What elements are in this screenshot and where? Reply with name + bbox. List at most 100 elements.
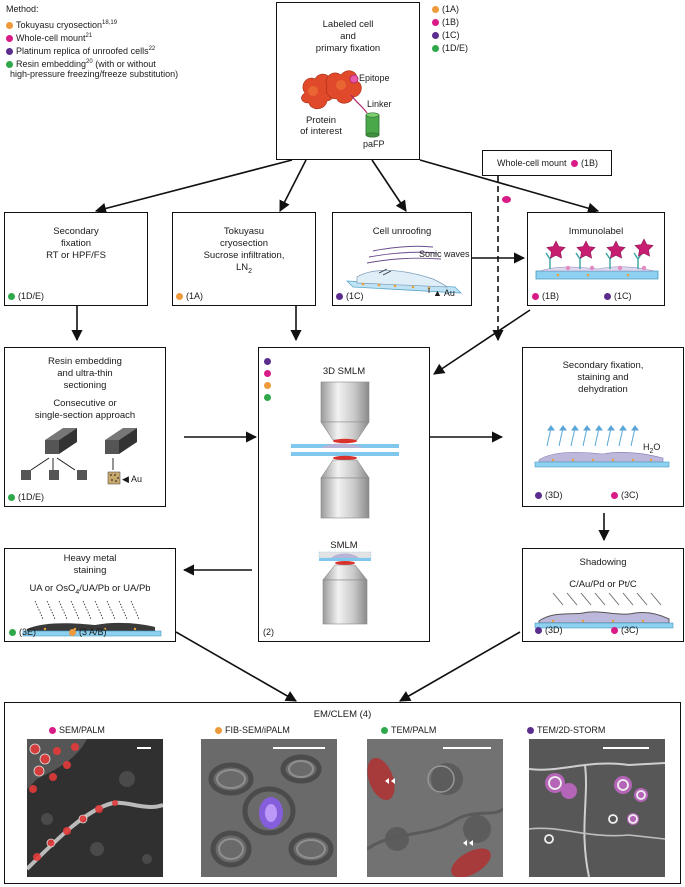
labeled-cell-title-3: primary fixation [315,43,381,54]
tokuyasu-box: Tokuyasu cryosection Sucrose infiltratio… [172,212,316,306]
secfix-line-3: dehydration [578,384,628,395]
right-legend-1c: (1C) [432,30,460,40]
tokuyasu-line-4: LN2 [235,262,253,275]
orange-dot-icon [69,628,76,636]
purple-dot-icon [6,47,13,55]
orange-dot-icon [176,292,183,300]
legend-item-platinum: Platinum replica of unroofed cells22 [6,44,155,57]
smlm-3d-label: 3D SMLM [322,366,366,377]
magenta-dot-icon [611,491,618,499]
protein-illustration [301,70,380,138]
arrow-shadow-to-em [399,631,521,702]
immunolabel-illustration [535,238,659,280]
tem-2d-storm-image [529,739,665,877]
heavy-metal-illustration [22,600,162,637]
em-label-tem-palm: TEM/PALM [381,725,436,735]
labeled-cell-box: Labeled cell and primary fixation Epitop… [276,2,420,160]
em-label-tem-storm: TEM/2D-STORM [527,725,605,735]
em-label-sem-palm: SEM/PALM [49,725,105,735]
arrow-immuno-to-smlm [433,309,531,375]
green-dot-icon [8,493,15,501]
resin-line-1: Resin embedding [48,356,122,367]
em-label-fib-sem: FIB-SEM/iPALM [215,725,290,735]
green-dot-icon [432,44,439,52]
legend-item-tokuyasu: Tokuyasu cryosection18,19 [6,18,117,31]
pafp-label: paFP [363,139,385,149]
heavy-line-2: staining [73,565,107,576]
magenta-dot-icon [611,626,618,634]
heavy-line-1: Heavy metal [63,553,117,564]
smlm-2d-label: SMLM [330,540,358,551]
protein-label-2: of interest [300,126,342,137]
purple-dot-icon [535,491,542,499]
shadowing-box: Shadowing C/Au/Pd or Pt/C (3D) (3C) [522,548,684,642]
cell-unroofing-box: Cell unroofing Sonic waves ▲ Au (1C) [332,212,472,306]
unroofing-illustration [345,245,463,294]
magenta-dot-icon [571,159,579,167]
resin-au-label: ◀ Au [122,474,142,484]
tokuyasu-line-2: cryosection [219,238,269,249]
arrow-top-to-tokuyasu [279,159,307,212]
whole-cell-mount-label: Whole-cell mount (1B) [497,158,599,168]
shadowing-title: Shadowing [579,557,627,568]
tokuyasu-tag: (1A) [176,291,203,301]
tokuyasu-line-1: Tokuyasu [223,226,265,237]
immunolabel-tag-1c: (1C) [604,291,632,301]
heavy-formula: UA or OsO4/UA/Pb or UA/Pb [29,583,151,596]
secfix-tag-3d: (3D) [535,490,563,500]
shadowing-formula: C/Au/Pd or Pt/C [569,579,637,590]
arrow-heavy-to-em [175,631,297,702]
epitope-label: Epitope [359,73,390,83]
orange-dot-icon [432,5,439,13]
secondary-line-3: RT or HPF/FS [46,250,106,261]
magenta-dot-icon [49,726,56,734]
magenta-dot-icon [432,18,439,26]
em-clem-title: EM/CLEM (4) [313,709,372,720]
scale-bar [137,747,151,749]
green-dot-icon [6,60,13,68]
secondary-line-2: fixation [60,238,92,249]
orange-dot-icon [215,726,222,734]
magenta-dot-icon [6,34,13,42]
sonic-waves-label: Sonic waves [419,249,470,259]
purple-dot-icon [604,292,611,300]
purple-dot-icon [527,726,534,734]
h2o-label: H2O [643,442,661,455]
magenta-dot-icon [264,370,271,377]
right-legend-1de: (1D/E) [432,43,468,53]
immunolabel-tag-1b: (1B) [532,291,559,301]
sem-palm-image [27,739,163,877]
shadowing-illustration [534,592,674,629]
heavy-tag-3ab: (3 A/B) [69,627,107,637]
purple-dot-icon [264,358,271,365]
resin-illustration [21,428,137,485]
secfix-line-1: Secondary fixation, [562,360,644,371]
secondary-line-1: Secondary [53,226,99,237]
right-legend-1a: (1A) [432,4,459,14]
resin-line-2: and ultra-thin [57,368,113,379]
legend-item-whole-cell: Whole-cell mount21 [6,31,92,44]
dehydration-illustration [534,425,670,468]
purple-dot-icon [336,292,343,300]
scale-bar [603,747,649,749]
resin-tag: (1D/E) [8,492,44,502]
tokuyasu-line-3: Sucrose infiltration, [203,250,285,261]
green-dot-icon [9,628,16,636]
purple-dot-icon [432,31,439,39]
immunolabel-title: Immunolabel [568,226,624,237]
fib-sem-ipalm-image [201,739,337,877]
heavy-metal-staining-box: Heavy metal staining UA or OsO4/UA/Pb or… [4,548,176,642]
heavy-tag-3e: (3E) [9,627,36,637]
green-dot-icon [381,726,388,734]
magenta-dot-icon [532,292,539,300]
smlm-ref: (2) [263,627,274,637]
shadow-tag-3d: (3D) [535,625,563,635]
unroofing-title: Cell unroofing [372,226,432,237]
scale-bar [273,747,325,749]
secfix-tag-3c: (3C) [611,490,639,500]
objective-illustration [291,381,399,625]
arrow-top-to-immuno [419,159,600,214]
secfix-line-2: staining and [577,372,629,383]
whole-cell-mount-box: Whole-cell mount (1B) [482,150,612,176]
